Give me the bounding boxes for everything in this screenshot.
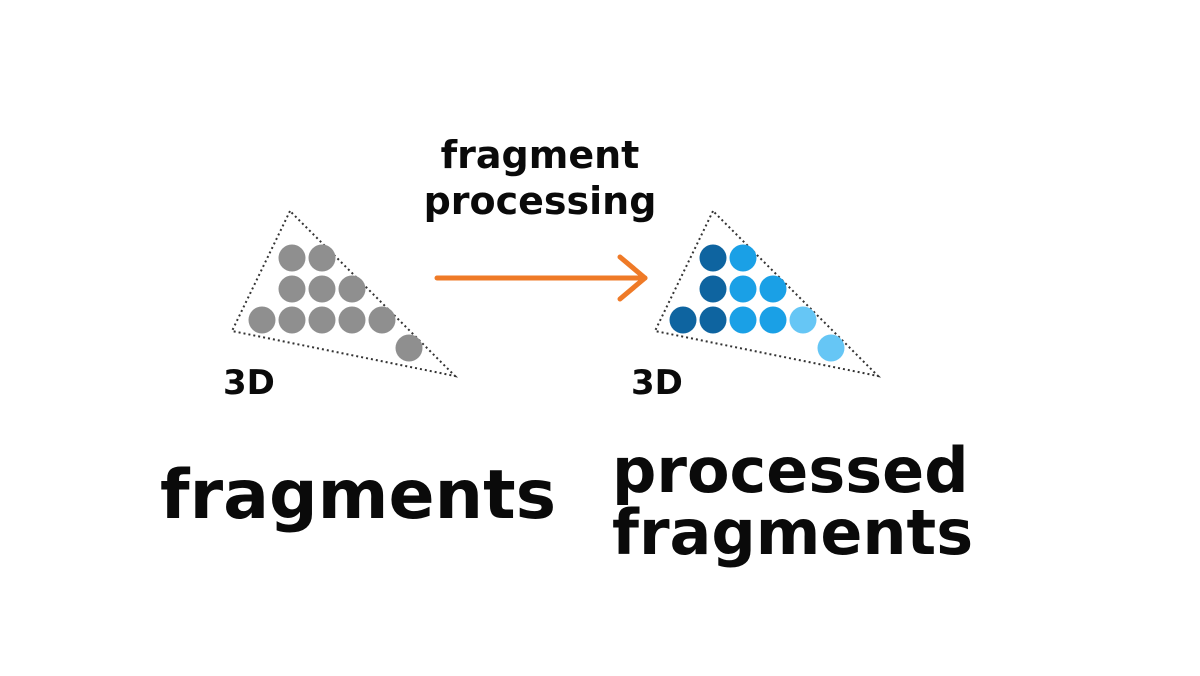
output-triangle <box>653 209 882 378</box>
arrow-label-line1: fragment <box>440 133 640 177</box>
fragment-dot <box>368 306 396 334</box>
processed-fragment-dot <box>699 275 727 303</box>
output-3d-tag: 3D <box>631 363 683 403</box>
processed-fragment-dot <box>699 244 727 272</box>
fragment-dot <box>395 334 423 362</box>
processed-fragment-dot <box>729 275 757 303</box>
input-triangle <box>230 209 459 378</box>
fragment-dot <box>278 244 306 272</box>
output-caption: processed fragments <box>612 434 974 569</box>
arrow-right-icon <box>434 254 648 302</box>
fragment-dot <box>278 306 306 334</box>
fragment-dot <box>248 306 276 334</box>
fragment-dot <box>308 275 336 303</box>
processed-fragment-dot <box>729 306 757 334</box>
processed-fragment-dot <box>699 306 727 334</box>
input-3d-tag: 3D <box>223 363 275 403</box>
fragment-dot <box>338 275 366 303</box>
processed-fragment-dot <box>729 244 757 272</box>
processed-fragments <box>669 244 845 362</box>
input-caption: fragments <box>160 456 557 535</box>
output-caption-line2: fragments <box>612 496 974 569</box>
fragment-dot <box>278 275 306 303</box>
fragment-dot <box>308 306 336 334</box>
processed-fragment-dot <box>789 306 817 334</box>
input-fragments <box>248 244 423 362</box>
processed-fragment-dot <box>759 306 787 334</box>
arrow-label-line2: processing <box>423 179 657 223</box>
input-triangle-outline <box>230 209 459 378</box>
output-triangle-outline <box>653 209 882 378</box>
processed-fragment-dot <box>817 334 845 362</box>
processed-fragment-dot <box>669 306 697 334</box>
arrow-label: fragment processing <box>420 132 660 224</box>
processed-fragment-dot <box>759 275 787 303</box>
fragment-dot <box>308 244 336 272</box>
fragment-dot <box>338 306 366 334</box>
output-caption-line1: processed <box>612 434 969 507</box>
